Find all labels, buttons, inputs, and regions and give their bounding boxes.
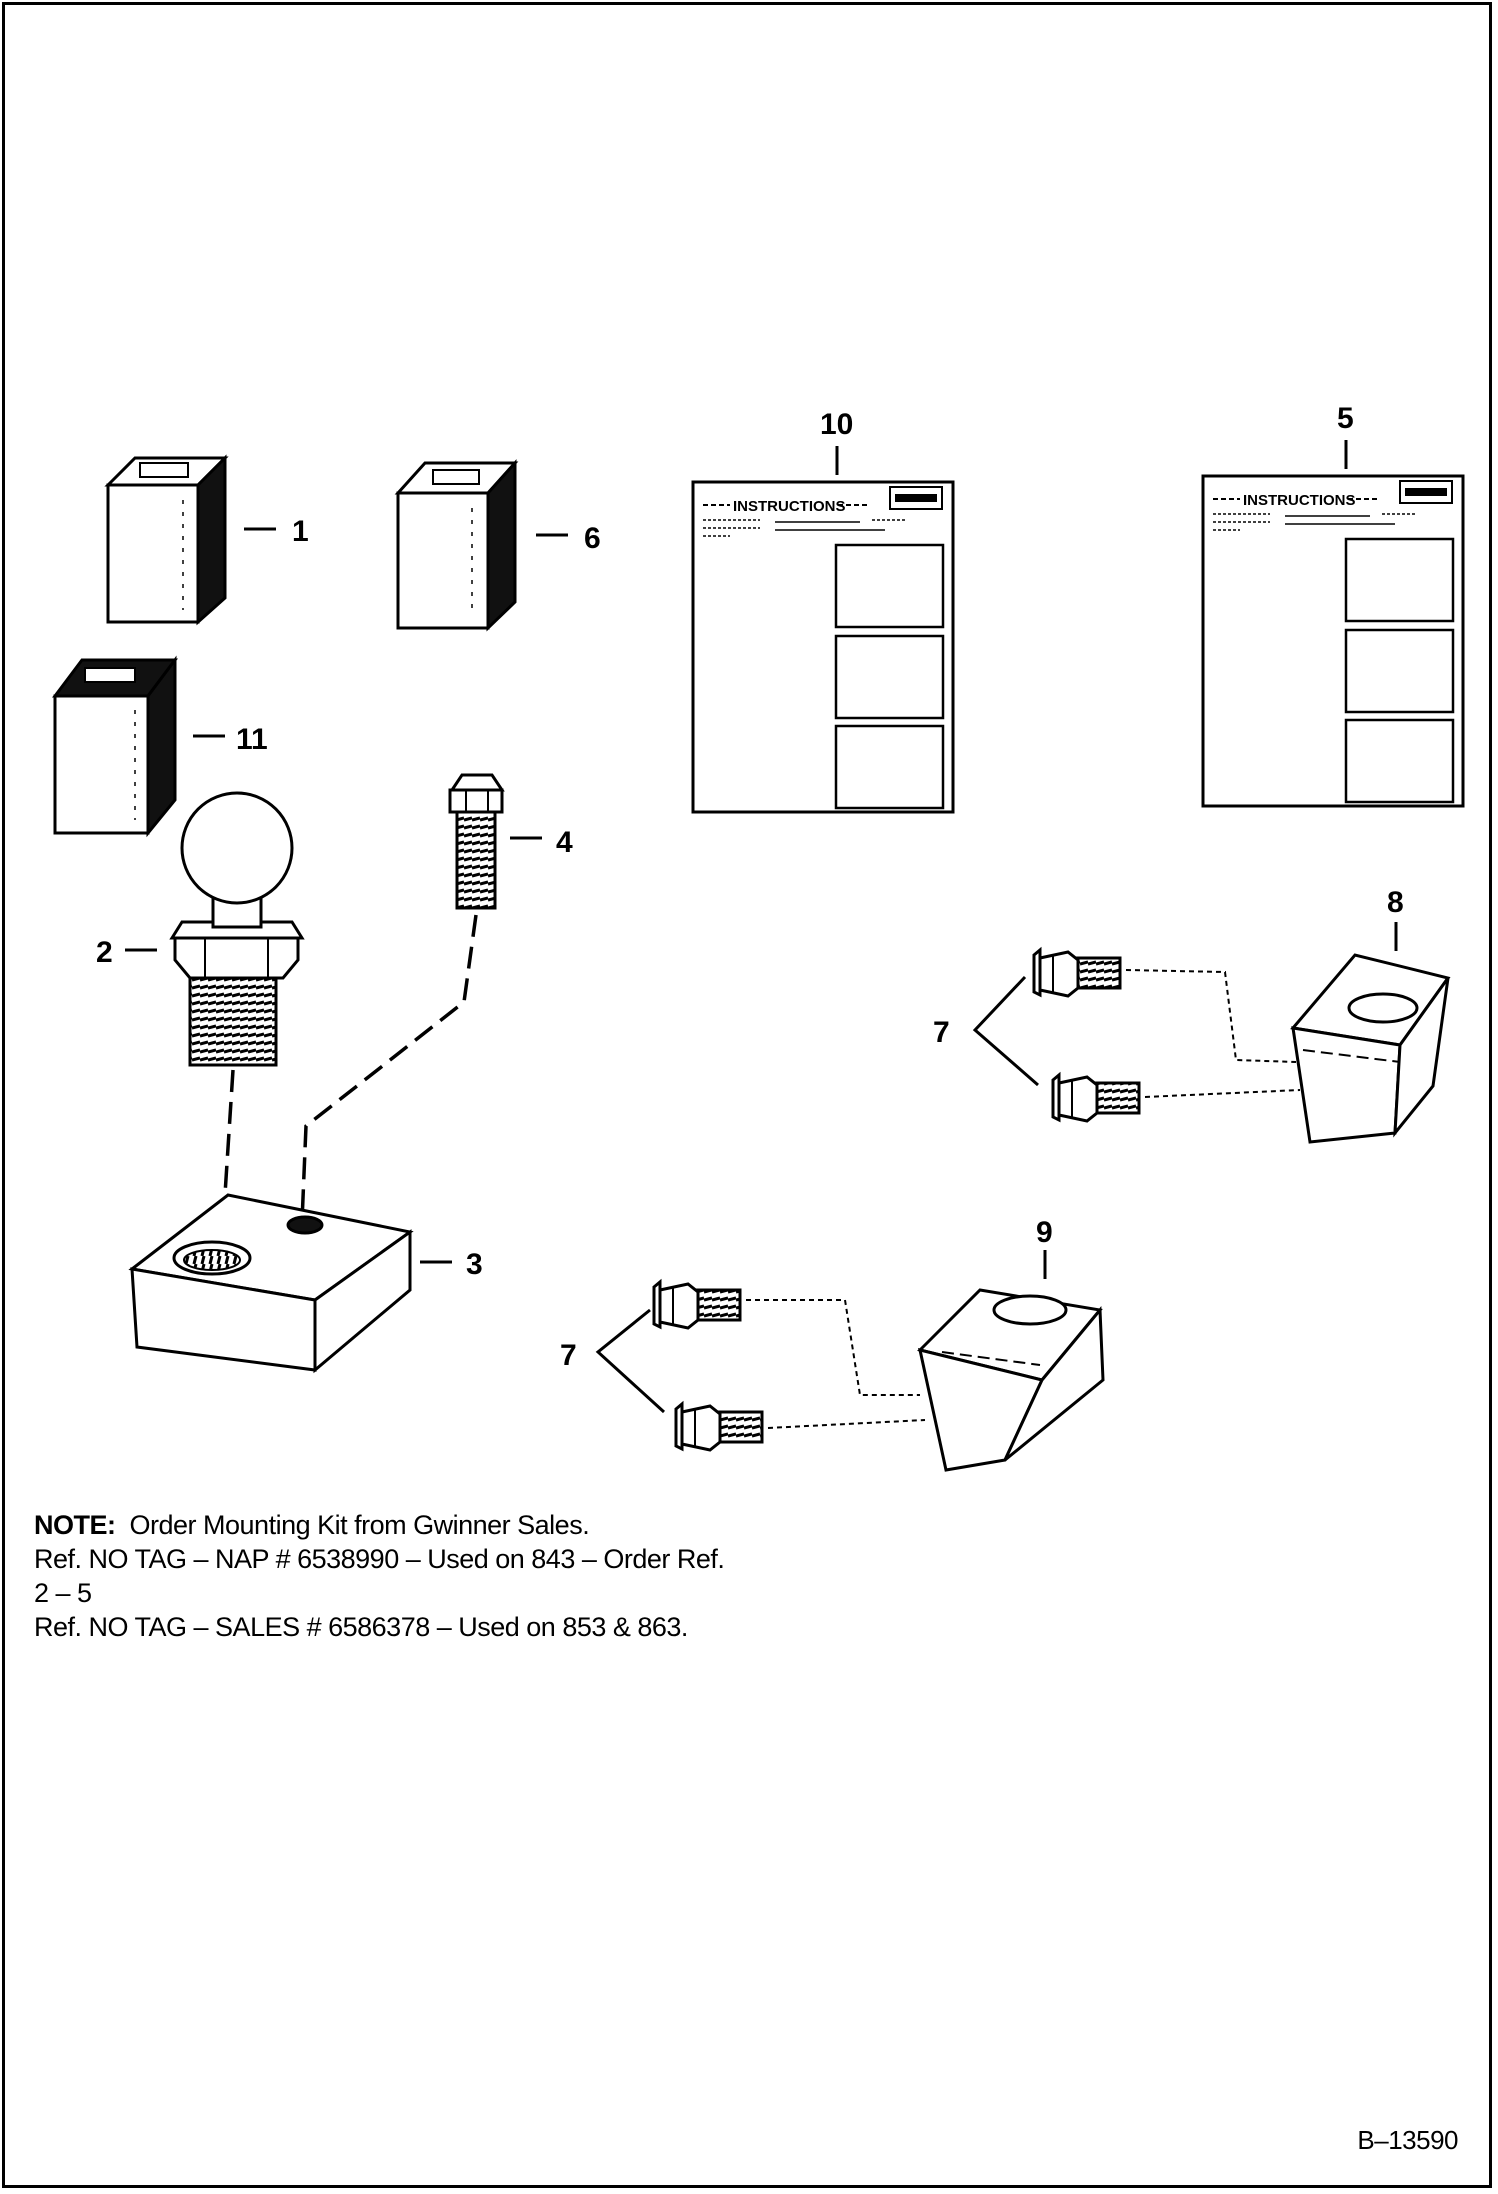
- alignment-line-lower-a: [746, 1299, 920, 1396]
- callout-7-lower: 7: [560, 1339, 577, 1372]
- part-11-decal-pack: [52, 655, 178, 838]
- alignment-line-bolt: [300, 914, 478, 1223]
- note-line-3: 2 – 5: [34, 1578, 92, 1608]
- note-label: NOTE:: [34, 1510, 116, 1540]
- callout-3: 3: [466, 1248, 483, 1281]
- instruction-sheet-title-10: INSTRUCTIONS: [733, 498, 846, 515]
- callout-4: 4: [556, 826, 573, 859]
- alignment-line-upper-a: [1125, 969, 1297, 1063]
- part-3-mounting-block: [128, 1193, 414, 1374]
- part-10-instruction-sheet: INSTRUCTIONS: [691, 480, 955, 814]
- part-7-bolt-upper-a: [1032, 946, 1122, 998]
- callout-6: 6: [584, 522, 601, 555]
- part-8-tooth: [1290, 953, 1451, 1144]
- part-2-hitch-ball: [169, 791, 305, 1067]
- callout-9: 9: [1036, 1216, 1053, 1249]
- callout-10: 10: [820, 408, 853, 441]
- callout-7-upper: 7: [933, 1016, 950, 1049]
- part-7-bolt-lower-b: [674, 1400, 764, 1452]
- callout-2: 2: [96, 936, 113, 969]
- notes-block: NOTE: Order Mounting Kit from Gwinner Sa…: [34, 1508, 1134, 1644]
- part-1-decal-pack: [104, 454, 229, 626]
- callout-11: 11: [236, 723, 268, 756]
- leader-7-lower: [595, 1308, 666, 1414]
- callout-1: 1: [292, 515, 309, 548]
- figure-number: B–13590: [1357, 2125, 1458, 2155]
- part-6-decal-pack: [394, 459, 519, 632]
- alignment-line-upper-b: [1144, 1089, 1301, 1098]
- part-7-bolt-lower-a: [652, 1278, 742, 1330]
- alignment-line-ball: [222, 1069, 235, 1211]
- leader-7-upper: [972, 975, 1039, 1087]
- instruction-sheet-title-5: INSTRUCTIONS: [1243, 492, 1356, 509]
- note-line-2: Ref. NO TAG – NAP # 6538990 – Used on 84…: [34, 1544, 725, 1574]
- alignment-line-lower-b: [767, 1419, 926, 1429]
- callout-8: 8: [1387, 886, 1404, 919]
- note-line-1: NOTE: Order Mounting Kit from Gwinner Sa…: [34, 1508, 1134, 1542]
- part-9-tooth: [917, 1288, 1105, 1472]
- note-line-4: Ref. NO TAG – SALES # 6586378 – Used on …: [34, 1612, 688, 1642]
- part-5-instruction-sheet: INSTRUCTIONS: [1201, 474, 1465, 808]
- note-text: Order Mounting Kit from Gwinner Sales.: [129, 1510, 590, 1540]
- callout-5: 5: [1337, 402, 1354, 435]
- part-4-bolt: [448, 773, 505, 910]
- part-7-bolt-upper-b: [1051, 1071, 1141, 1123]
